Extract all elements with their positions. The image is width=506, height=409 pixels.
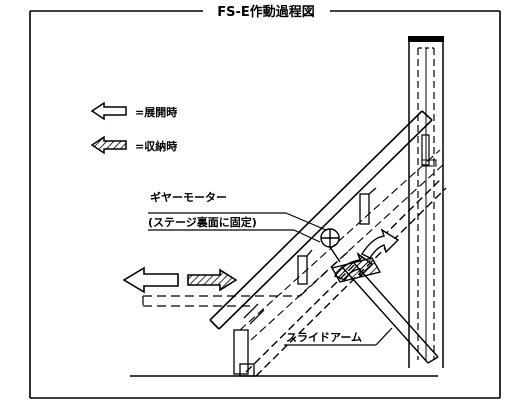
slide-arm-callout: スライドアーム (284, 327, 393, 346)
inclined-stage (209, 110, 446, 341)
gear-motor-mount-label: (ステージ裏面に固定) (148, 215, 257, 229)
deployed-outline (142, 249, 351, 307)
diagram-title: FS-E作動過程図 (217, 4, 315, 20)
gear-motor-label: ギヤーモーター (150, 190, 227, 204)
store-arrow-icon (90, 135, 127, 155)
diagram-border (29, 10, 501, 399)
store-motion-arrow-icon (187, 268, 238, 292)
slide-arm-label: スライドアーム (286, 331, 362, 344)
gear-motor-callout: ギヤーモーター (ステージ裏面に固定) (148, 190, 327, 243)
rotate-store-arrow-icon (333, 252, 374, 281)
stage-housing-stored (408, 36, 444, 368)
deploy-motion-arrow-icon (122, 266, 179, 294)
legend: =展開時 =収納時 (90, 101, 177, 155)
legend-deploy-label: =展開時 (135, 105, 177, 119)
deploy-arrow-icon (90, 101, 127, 121)
stage-brackets (233, 187, 377, 377)
rotate-deploy-arrow-icon (360, 228, 400, 259)
legend-store-label: =収納時 (135, 139, 177, 153)
